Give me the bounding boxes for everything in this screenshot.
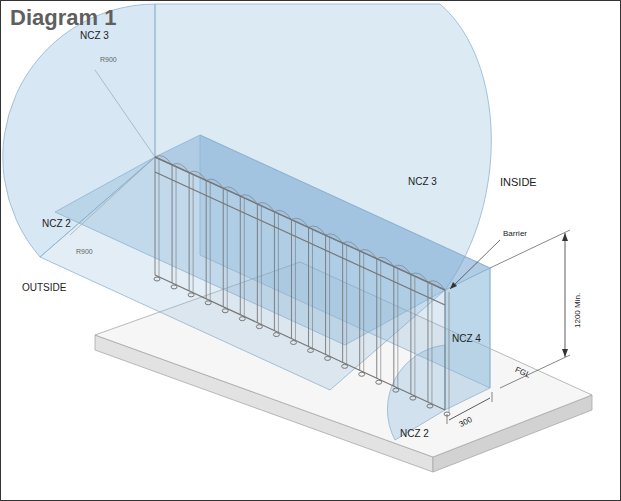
radius-label: R900 [76,248,93,256]
zone-label: NCZ 4 [452,333,481,344]
part-label: Barrier [503,230,527,239]
zone-label: NCZ 3 [408,176,437,187]
side-label: INSIDE [500,176,537,188]
zone-label: NCZ 3 [80,30,109,41]
radius-label: R900 [100,56,117,64]
diagram-title: Diagram 1 [10,6,116,30]
side-label: OUTSIDE [22,282,66,293]
zone-label: NCZ 2 [400,428,429,439]
zone-label: NCZ 2 [42,218,71,229]
dimension-label: 1200 Min. [574,293,583,328]
